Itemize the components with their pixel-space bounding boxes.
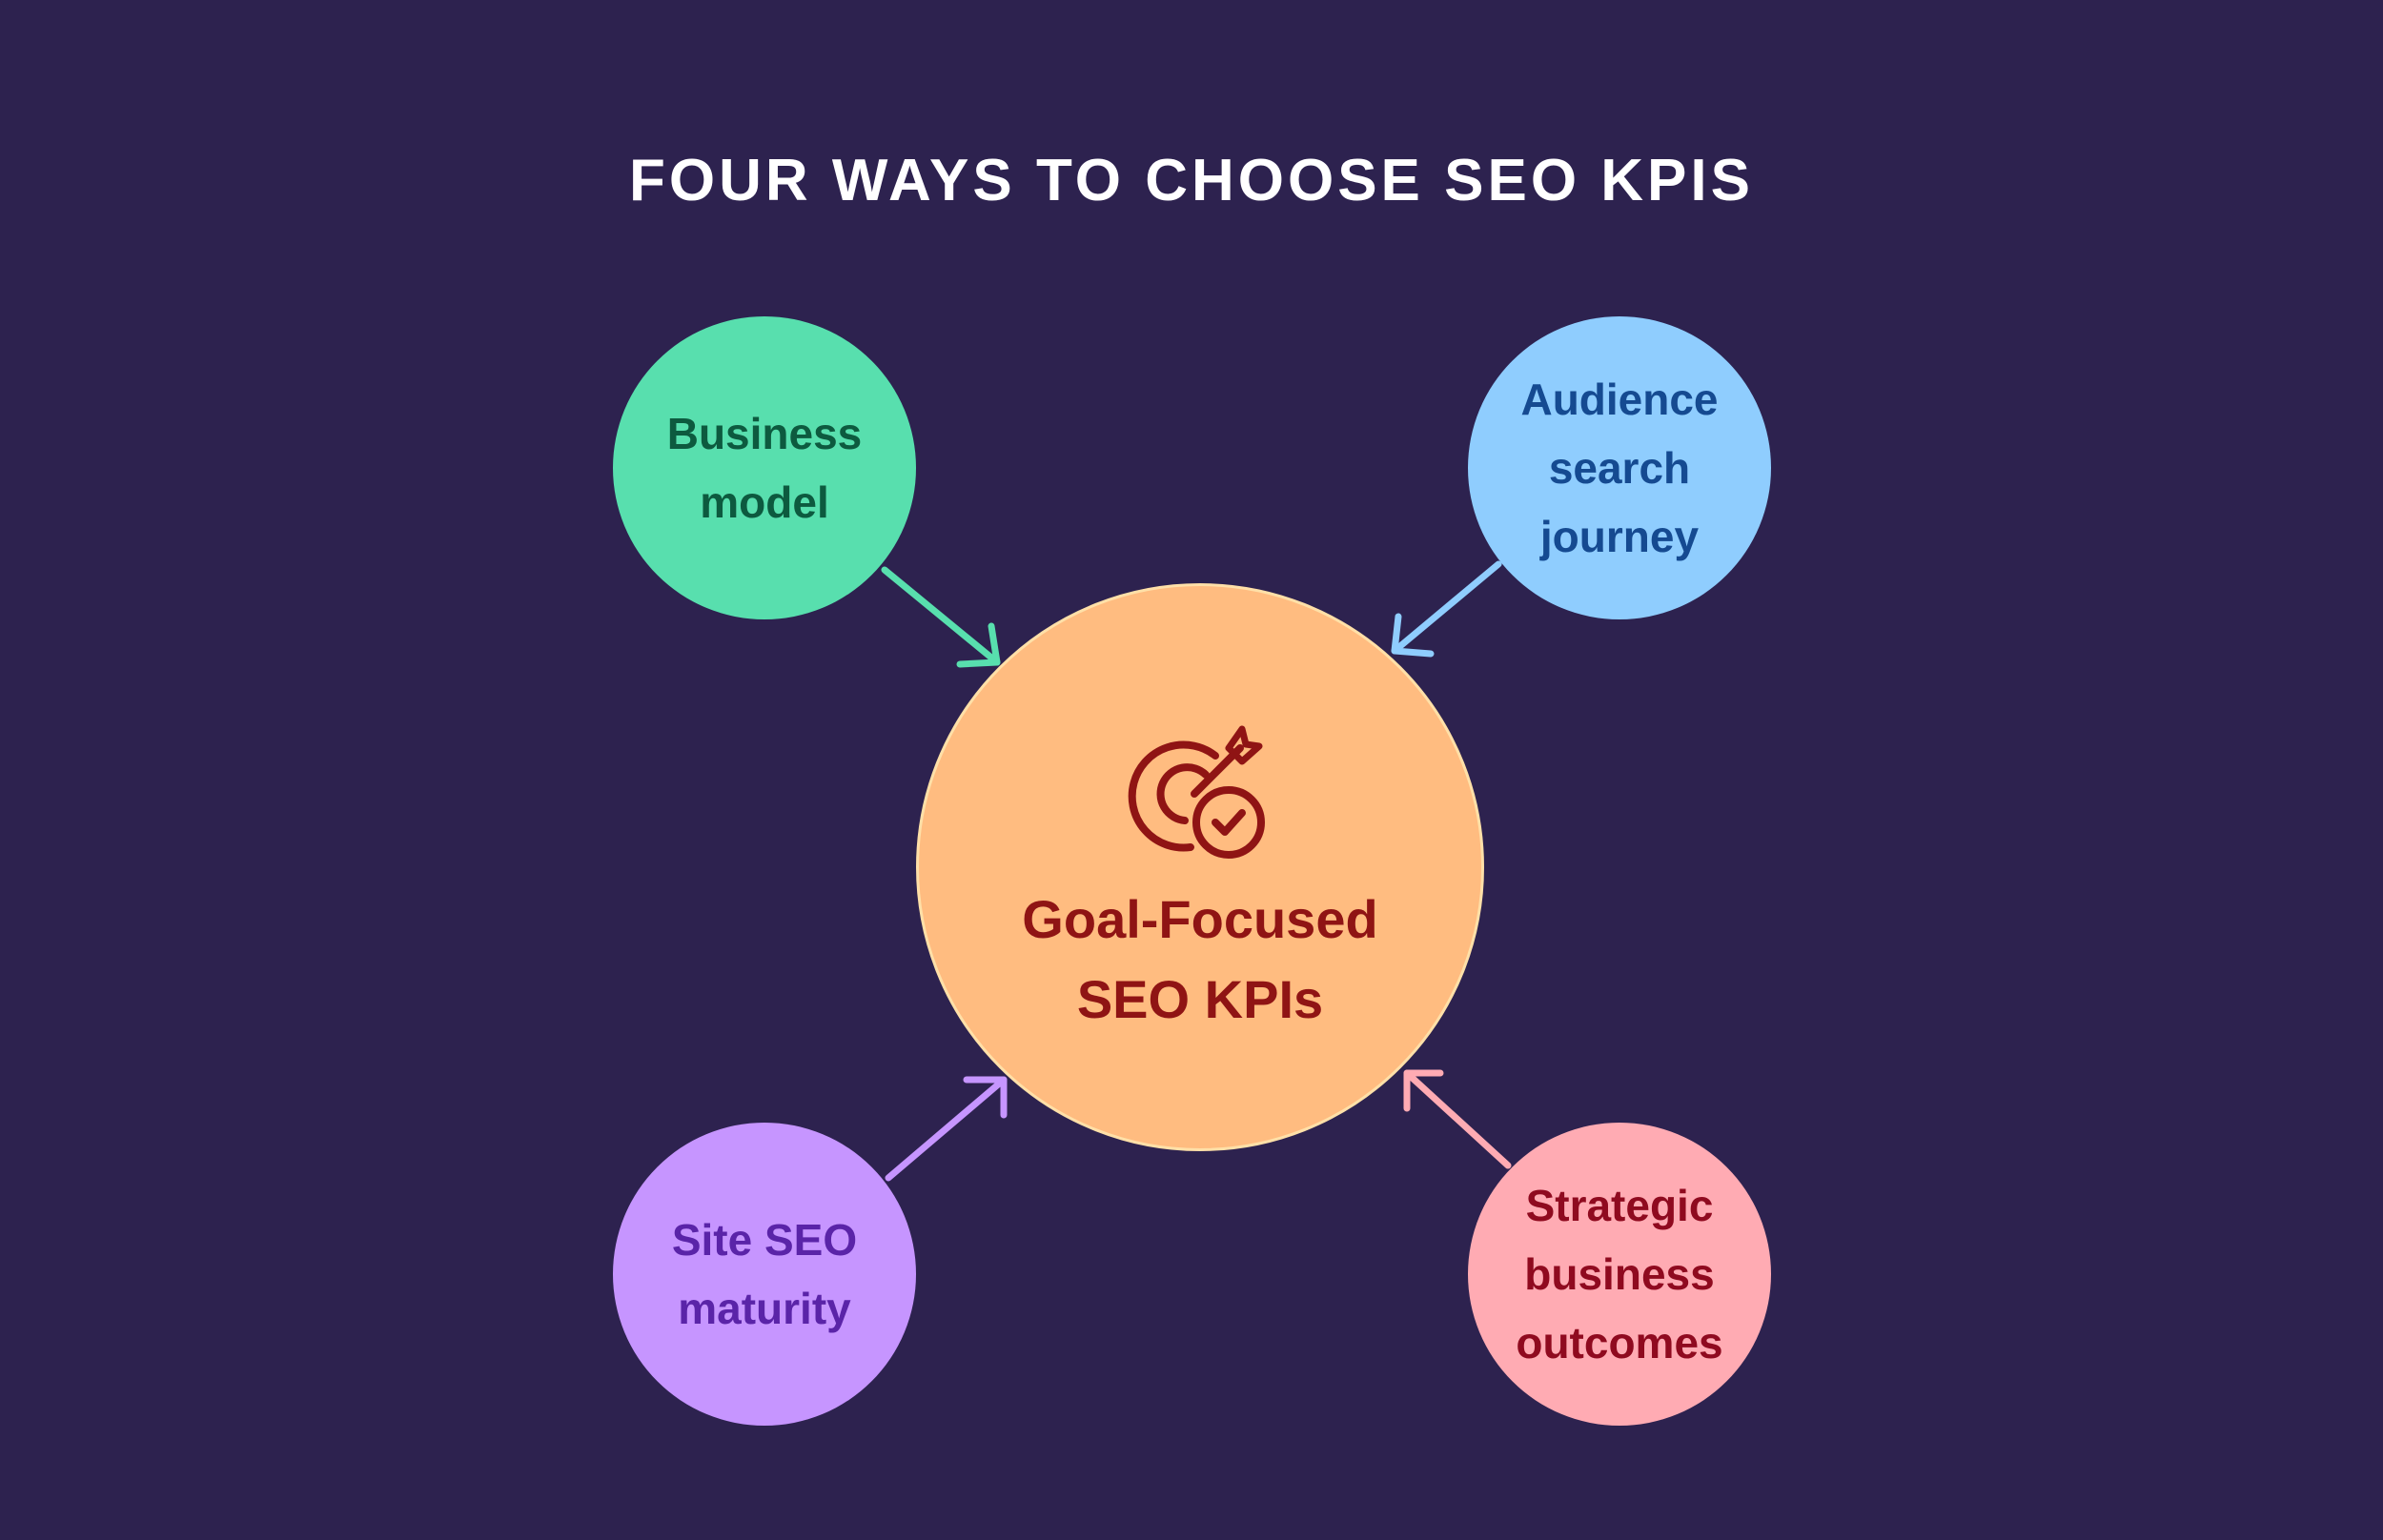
business-model-label: Business model bbox=[666, 409, 863, 527]
center-label: Goal-Focused SEO KPIs bbox=[1022, 889, 1378, 1029]
page-title: FOUR WAYS TO CHOOSE SEO KPIS bbox=[629, 148, 1754, 213]
center-node: Goal-Focused SEO KPIs bbox=[916, 583, 1484, 1151]
business-model-node: Business model bbox=[613, 316, 916, 619]
arrow-business-outcomes bbox=[1403, 1069, 1512, 1169]
arrow-seo-maturity bbox=[885, 1076, 1008, 1182]
audience-journey-node: Audience search journey bbox=[1468, 316, 1771, 619]
arrow-business-model bbox=[881, 566, 1001, 668]
target-check-icon bbox=[1128, 725, 1265, 859]
audience-journey-label: Audience search journey bbox=[1520, 375, 1719, 561]
arrow-audience-journey bbox=[1391, 560, 1502, 658]
seo-maturity-node: Site SEO maturity bbox=[613, 1123, 916, 1426]
business-outcomes-node: Strategic business outcomes bbox=[1468, 1123, 1771, 1426]
business-outcomes-label: Strategic business outcomes bbox=[1516, 1181, 1723, 1368]
seo-maturity-label: Site SEO maturity bbox=[671, 1215, 858, 1333]
